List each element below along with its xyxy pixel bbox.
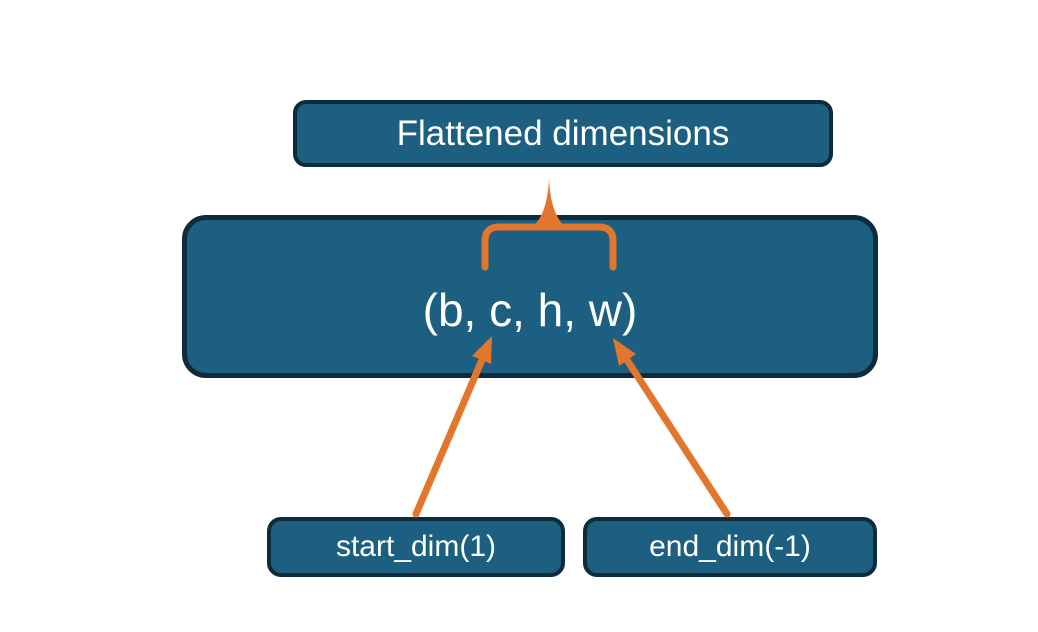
- start-dim-label: start_dim(1): [335, 530, 497, 563]
- tensor-shape-label: (b, c, h, w): [422, 283, 638, 336]
- end-dim-box: end_dim(-1): [583, 517, 877, 577]
- tensor-shape-box: (b, c, h, w): [182, 215, 878, 378]
- flattened-dimensions-label: Flattened dimensions: [396, 113, 730, 153]
- start-dim-box: start_dim(1): [267, 517, 565, 577]
- end-dim-label: end_dim(-1): [649, 530, 811, 563]
- flattened-dimensions-box: Flattened dimensions: [293, 100, 833, 167]
